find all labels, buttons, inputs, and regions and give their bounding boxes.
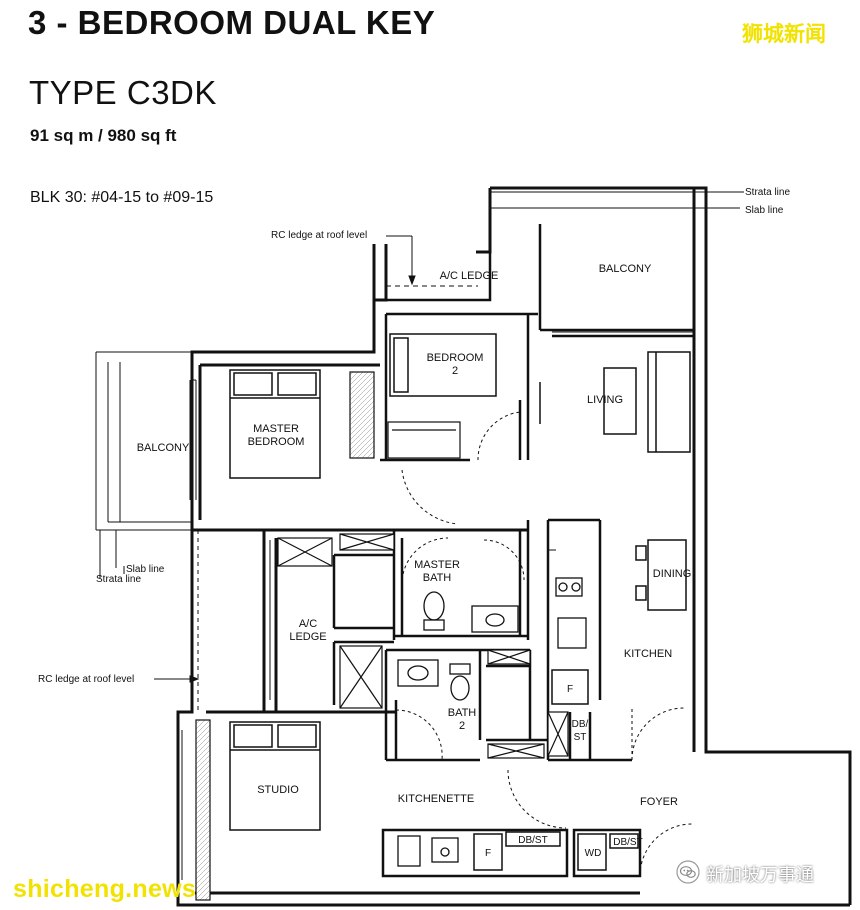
room-kitchen: KITCHEN	[624, 648, 672, 660]
room-bath2-number: 2	[459, 720, 465, 732]
room-balcony-top: BALCONY	[599, 263, 652, 275]
strata-line-label-left: Strata line	[96, 574, 141, 585]
wardrobes	[195, 371, 569, 901]
furniture-beds	[229, 333, 497, 831]
fridge-kitchen-label: F	[567, 684, 573, 695]
watermark-bottom-right: 新加坡万事通	[676, 859, 814, 889]
room-bedroom2-label: BEDROOM	[427, 352, 484, 364]
annotation-leaders	[123, 191, 740, 683]
interior-walls	[270, 224, 694, 878]
strata-line-label-top: Strata line	[745, 187, 790, 198]
dbst-kitchen-label-line1: DB/	[572, 719, 589, 730]
unit-type: TYPE C3DK	[29, 74, 217, 111]
room-master-bedroom-line1: MASTER	[253, 423, 299, 435]
room-bath2-label: BATH	[448, 707, 477, 719]
annotation-labels: Strata line Slab line RC ledge at roof l…	[38, 187, 790, 685]
room-living: LIVING	[587, 394, 623, 406]
room-balcony-left: BALCONY	[137, 442, 190, 454]
sanitary-fixtures	[397, 577, 587, 867]
room-dining: DINING	[653, 568, 692, 580]
dbst-kitchenette-label: DB/ST	[518, 835, 547, 846]
dbst-foyer-label: DB/ST	[613, 837, 642, 848]
slab-lines	[95, 191, 744, 712]
windows	[181, 331, 694, 880]
wechat-icon	[676, 859, 700, 889]
dbst-kitchen-label-line2: ST	[574, 732, 587, 743]
room-kitchenette: KITCHENETTE	[398, 793, 474, 805]
slab-line-label-top: Slab line	[745, 205, 784, 216]
room-studio: STUDIO	[257, 784, 299, 796]
appliance-boxes	[473, 669, 639, 871]
room-bedroom2-number: 2	[452, 365, 458, 377]
room-master-bath-line1: MASTER	[414, 559, 460, 571]
room-foyer: FOYER	[640, 796, 678, 808]
fridge-kitchenette-label: F	[485, 848, 491, 859]
room-ac-ledge-left-line2: LEDGE	[289, 631, 326, 643]
plan-title: 3 - BEDROOM DUAL KEY	[28, 4, 436, 41]
door-swings	[395, 411, 693, 877]
appliance-labels: F DB/ ST F DB/ST WD DB/ST	[485, 684, 643, 859]
room-ac-ledge-top: A/C LEDGE	[440, 270, 499, 282]
unit-area: 91 sq m / 980 sq ft	[30, 126, 177, 145]
watermark-top-right: 狮城新闻	[742, 23, 826, 46]
slab-line-label-left: Slab line	[126, 564, 165, 575]
block-units: BLK 30: #04-15 to #09-15	[30, 189, 214, 206]
watermark-bottom-left: shicheng.news	[13, 875, 197, 903]
room-labels: A/C LEDGE BALCONY BEDROOM 2 LIVING MASTE…	[137, 263, 692, 808]
furniture-living-dining	[539, 351, 691, 611]
rc-ledge-label-top: RC ledge at roof level	[271, 230, 367, 241]
room-master-bedroom-line2: BEDROOM	[248, 436, 305, 448]
room-master-bath-line2: BATH	[423, 572, 452, 584]
wechat-account-label: 新加坡万事通	[706, 865, 814, 885]
room-ac-ledge-left-line1: A/C	[299, 618, 317, 630]
washer-dryer-label: WD	[585, 848, 602, 859]
rc-ledge-label-left: RC ledge at roof level	[38, 674, 134, 685]
